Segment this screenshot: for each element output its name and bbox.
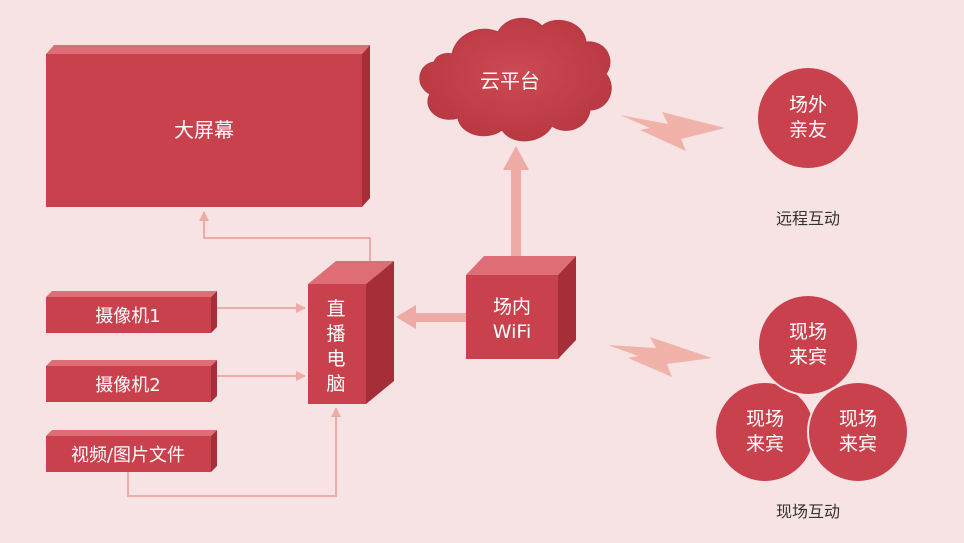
onsite-wifi: 场内 WiFi [466,256,576,359]
remote-friends-line-2: 亲友 [789,119,827,141]
onsite-guests: 现场 来宾 现场 来宾 现场 来宾 [714,294,909,483]
media-files: 视频/图片文件 [46,430,217,472]
cloud-icon [419,17,612,142]
guest-circle-top [757,294,859,396]
camera-2-label: 摄像机2 [95,375,160,396]
cloud-platform: 云平台 [419,17,612,142]
guest-right-line-1: 现场 [839,408,877,430]
onsite-interaction-caption: 现场互动 [776,502,840,521]
guest-circle-right [807,381,909,483]
wifi-label-line-1: 场内 [493,296,531,318]
live-pc-char-3: 电 [326,348,345,370]
connectors [127,211,371,497]
live-pc-char-4: 脑 [326,373,345,395]
guest-circle-left [714,381,816,483]
live-pc-char-1: 直 [326,298,345,320]
camera-1: 摄像机1 [46,291,217,333]
remote-friends-line-1: 场外 [789,94,827,116]
onsite-signal-icon [608,337,712,377]
camera-2: 摄像机2 [46,360,217,402]
wifi-label-line-2: WiFi [493,321,531,343]
guest-left-line-1: 现场 [746,408,784,430]
media-to-pc-arrow [127,407,341,497]
guest-left-line-2: 来宾 [746,433,784,455]
remote-signal-icon [620,112,725,151]
live-pc-char-2: 播 [326,323,345,345]
live-pc: 直 播 电 脑 [308,261,394,404]
wifi-to-pc-arrow [396,305,466,329]
guest-top-line-2: 来宾 [789,346,827,368]
big-screen: 大屏幕 [46,45,370,207]
guest-top-line-1: 现场 [789,321,827,343]
guest-center-gap [805,398,818,410]
media-files-label: 视频/图片文件 [71,445,185,466]
guest-right-line-2: 来宾 [839,433,877,455]
wifi-to-cloud-arrow [503,146,529,256]
cloud-label: 云平台 [480,69,540,93]
remote-interaction-caption: 远程互动 [776,209,840,228]
pc-to-screen-arrow [199,211,371,262]
big-screen-label: 大屏幕 [174,118,234,142]
remote-friends: 场外 亲友 [758,68,858,168]
camera-1-label: 摄像机1 [95,306,160,327]
